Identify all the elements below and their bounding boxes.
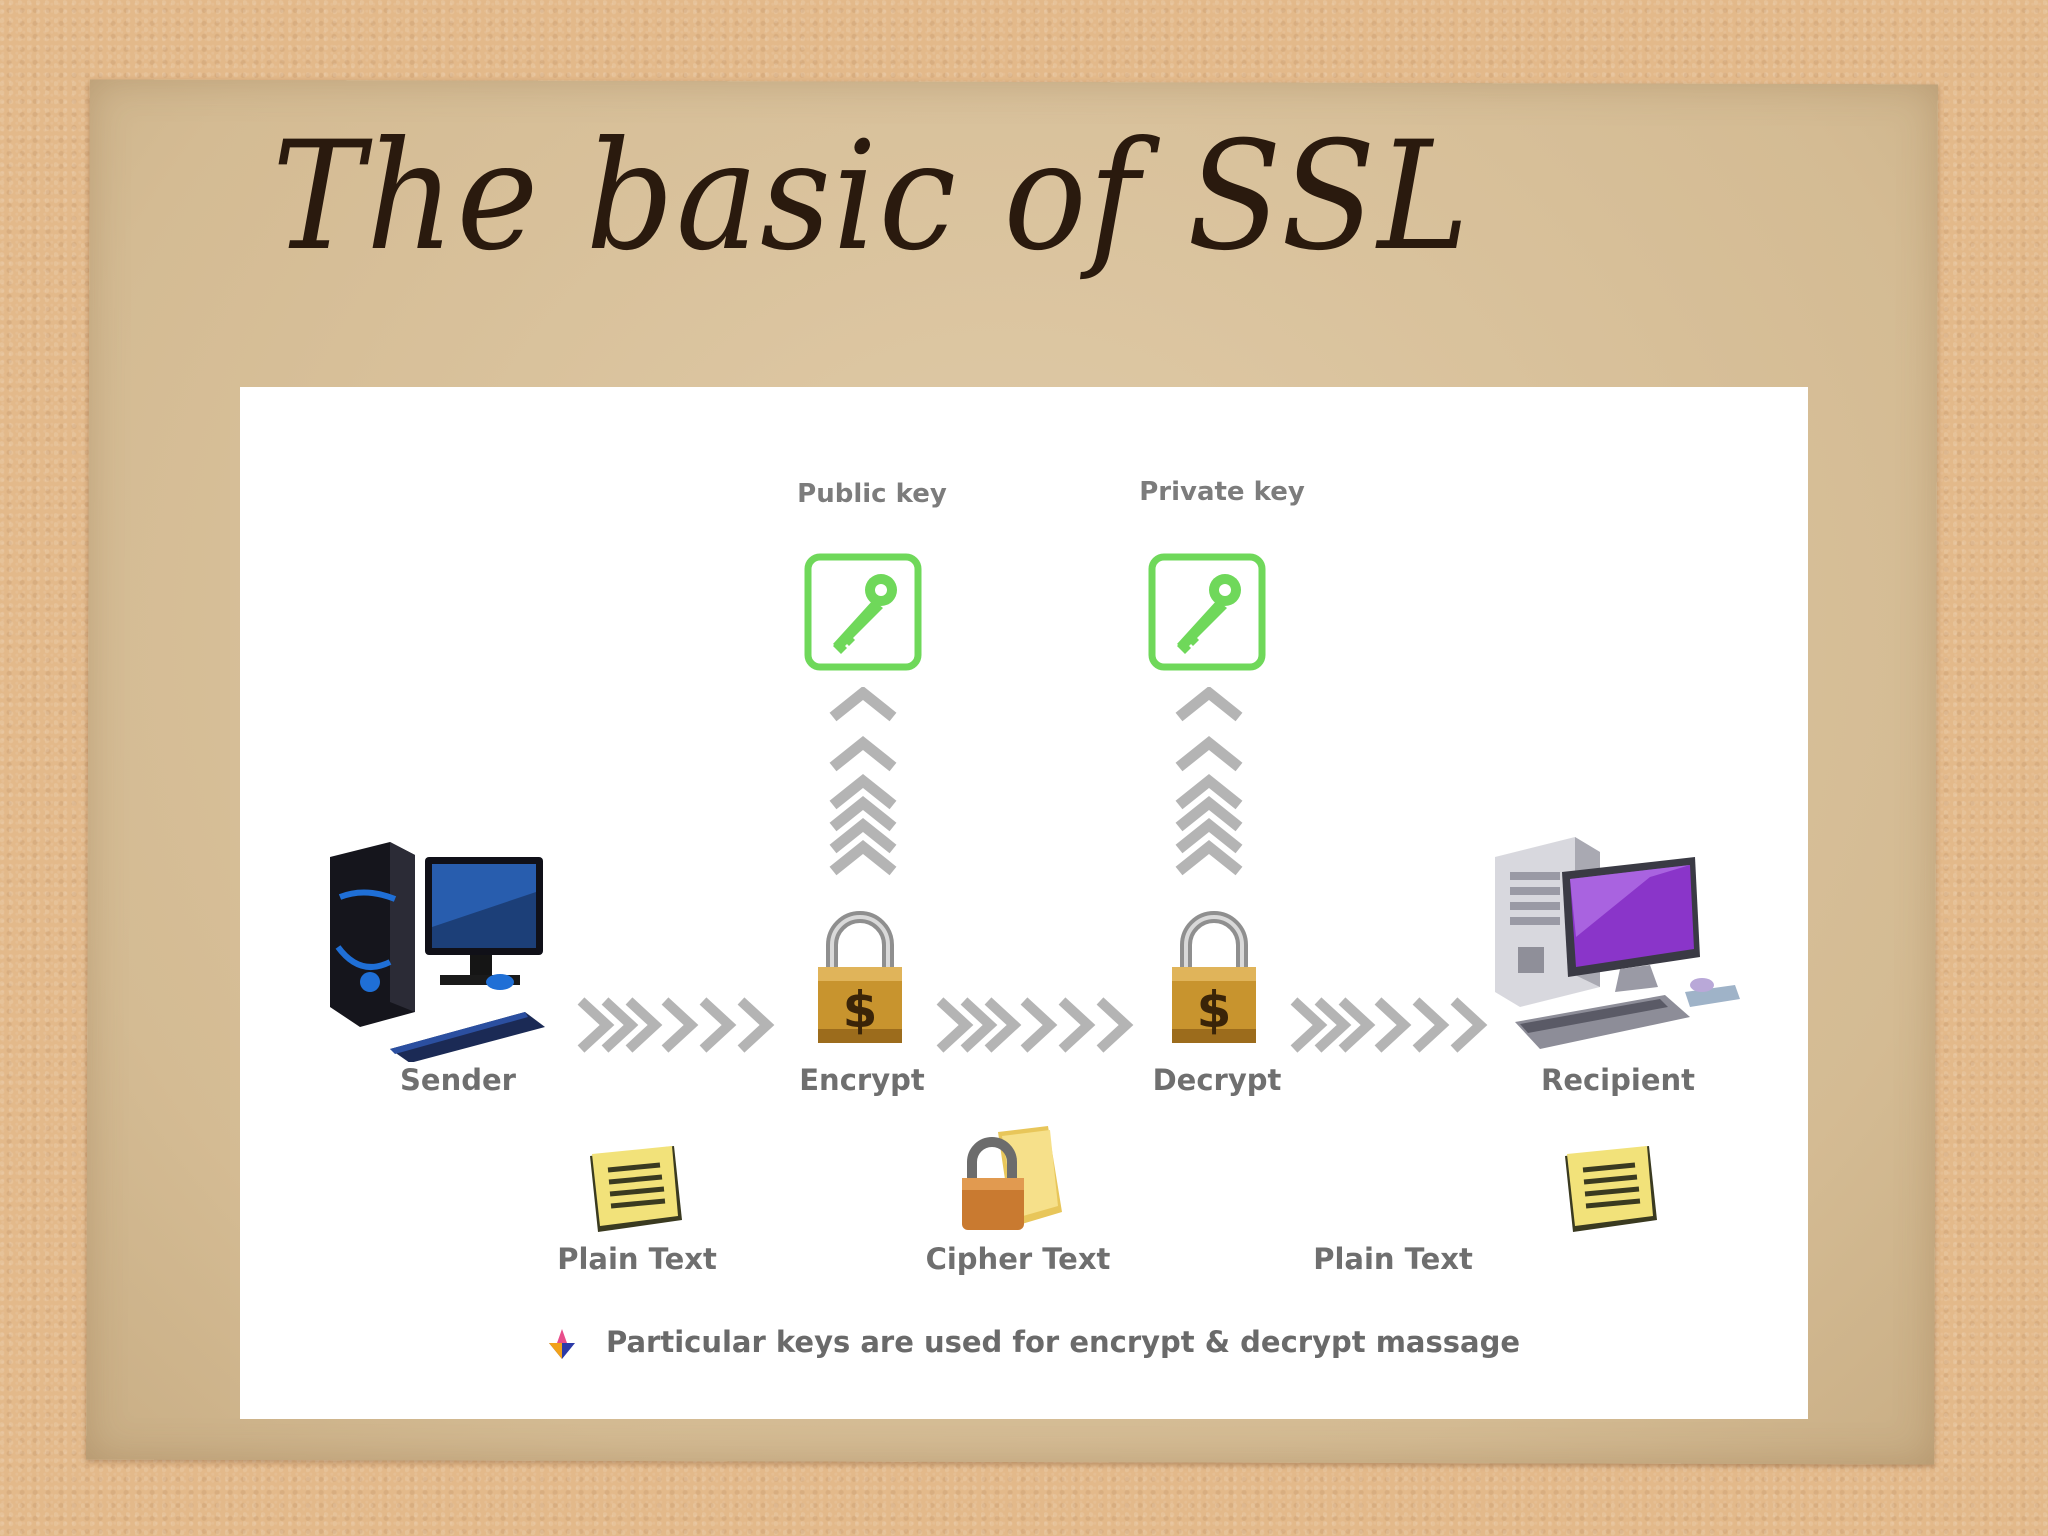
arrows-encrypt-to-decrypt <box>936 997 1134 1053</box>
arrows-sender-to-encrypt <box>577 997 775 1053</box>
up-arrows-decrypt <box>1175 687 1243 876</box>
private-key-label: Private key <box>1139 477 1305 507</box>
svg-text:$: $ <box>843 981 878 1039</box>
arrows-decrypt-to-recipient <box>1290 997 1488 1053</box>
svg-text:$: $ <box>1197 981 1232 1039</box>
public-key-icon <box>804 553 922 671</box>
diagram-board: Public key Private key <box>240 387 1808 1419</box>
footnote-text: Particular keys are used for encrypt & d… <box>606 1325 1520 1359</box>
private-key-icon <box>1148 553 1266 671</box>
plain-text-left-label: Plain Text <box>557 1242 717 1276</box>
bullet-arrow-icon <box>549 1329 575 1359</box>
cipher-text-folder-lock-icon <box>962 1126 1062 1230</box>
plain-text-right-label: Plain Text <box>1313 1242 1473 1276</box>
encrypt-padlock-icon: $ <box>818 911 902 1043</box>
decrypt-padlock-icon: $ <box>1172 911 1256 1043</box>
encrypt-label: Encrypt <box>799 1063 925 1097</box>
up-arrows-encrypt <box>829 687 897 876</box>
decrypt-label: Decrypt <box>1152 1063 1282 1097</box>
slide-title: The basic of SSL <box>272 110 1471 284</box>
public-key-label: Public key <box>797 479 947 509</box>
plain-text-note-icon <box>590 1146 682 1232</box>
sender-computer-icon <box>330 842 545 1062</box>
sender-label: Sender <box>400 1063 516 1097</box>
recipient-computer-icon <box>1495 837 1740 1049</box>
recipient-label: Recipient <box>1540 1063 1695 1097</box>
plain-text-note-icon-right <box>1565 1146 1657 1232</box>
cipher-text-label: Cipher Text <box>925 1242 1111 1276</box>
